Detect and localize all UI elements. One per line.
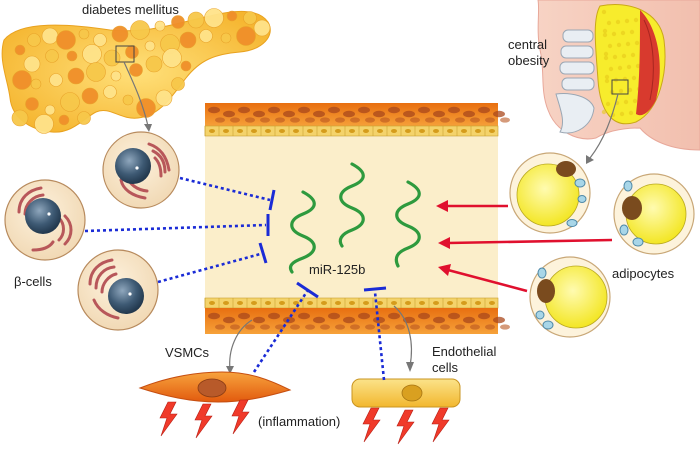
central-obesity-label-2: obesity	[508, 53, 550, 68]
pancreas	[1, 8, 271, 134]
endothelial-nucleus	[401, 384, 423, 402]
vsmc-pointer-arrow	[229, 319, 253, 371]
inflammation-label: (inflammation)	[258, 414, 340, 429]
diabetes-label: diabetes mellitus	[82, 2, 179, 17]
adipose-zoom-box	[611, 79, 629, 95]
nucleus	[115, 148, 151, 184]
central-obesity-label-1: central	[508, 37, 547, 52]
lightning-bolt-icon	[231, 399, 250, 435]
lightning-bolt-icon	[431, 407, 450, 443]
mirna-strands	[288, 162, 421, 274]
abdominal-muscle	[636, 10, 660, 116]
lightning-bolt-icon	[159, 401, 178, 437]
endothelial-cell	[351, 378, 461, 408]
inflammation-bolts	[159, 399, 450, 445]
mirna-label: miR-125b	[309, 262, 365, 277]
endothelial-label-2: cells	[432, 360, 459, 375]
pancreas-zoom-arrow	[123, 61, 149, 127]
beta-cells-label: β-cells	[14, 274, 52, 289]
adipocytes-label: adipocytes	[612, 266, 675, 281]
mirna-strand-1	[288, 190, 316, 274]
vsmc-cell	[138, 371, 292, 403]
adipocyte-nucleus	[537, 279, 555, 303]
endothelial-label-1: Endothelial	[432, 344, 496, 359]
beta-cell-1	[102, 131, 180, 209]
nucleus	[25, 198, 61, 234]
beta-cell-inhibition-lines	[84, 176, 276, 284]
adipocyte-2	[613, 173, 695, 255]
mirna-strand-3	[394, 180, 421, 268]
lightning-bolt-icon	[396, 409, 415, 445]
wall-cells-bottom	[208, 312, 510, 330]
central-obesity-body	[537, 0, 700, 151]
wall-cells-top	[208, 106, 510, 123]
adipocyte-nucleus	[556, 161, 576, 177]
lightning-bolt-icon	[362, 407, 381, 443]
mirna-strand-2	[338, 162, 365, 248]
spine	[555, 29, 595, 134]
vsmc-nucleus	[197, 378, 227, 398]
nucleus	[108, 278, 144, 314]
blood-vessel	[204, 103, 510, 334]
adipocyte-activation-arrows	[436, 200, 613, 293]
beta-cell-2	[4, 179, 86, 261]
vsmcs-label: VSMCs	[165, 345, 210, 360]
cell-inhibition-lines	[252, 281, 387, 381]
adipocyte-1	[509, 152, 591, 234]
adipocyte-nucleus	[622, 196, 642, 220]
beta-cell-3	[77, 249, 159, 331]
endothelial-pointer-arrow	[393, 305, 413, 367]
obesity-zoom-arrow	[589, 93, 619, 159]
adipocyte-3	[529, 256, 611, 338]
pancreas-zoom-box	[115, 45, 135, 63]
lightning-bolt-icon	[194, 403, 213, 439]
